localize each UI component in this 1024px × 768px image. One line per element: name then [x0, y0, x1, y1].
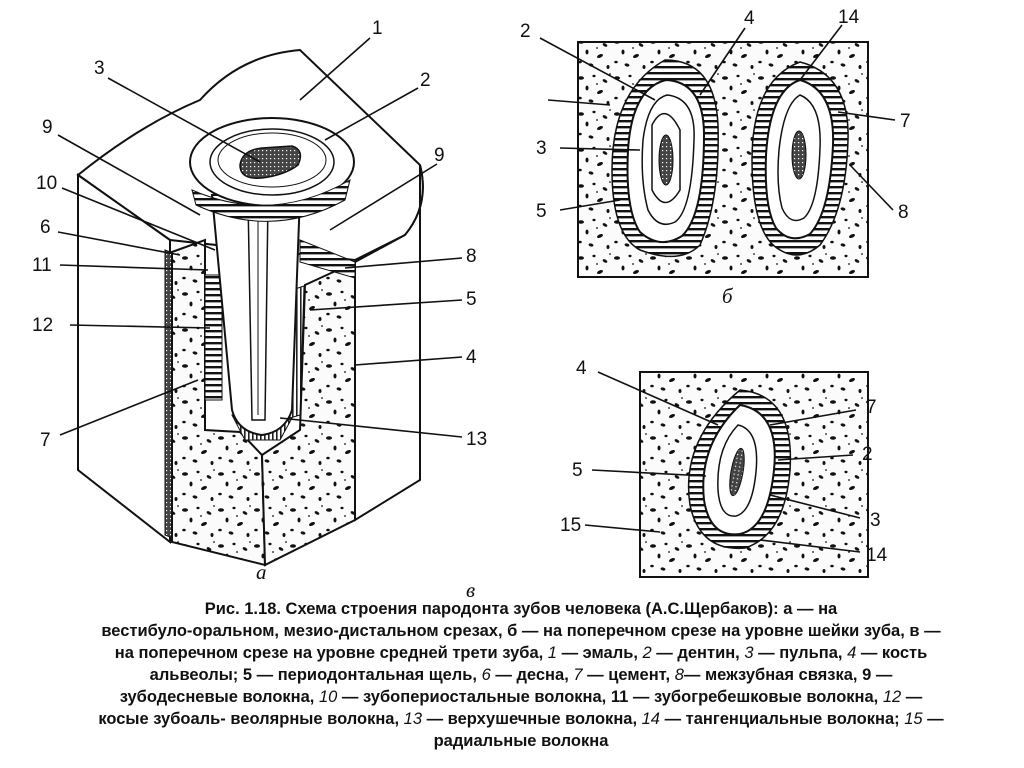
label-b-7: 7	[900, 111, 911, 132]
leader-lines	[57, 24, 896, 553]
caption-num: 4	[847, 644, 857, 662]
left-block-face	[77, 173, 171, 545]
panel-a-labels: 1 2 3 9 9 10 6 11 12 7 8 5 4 13 а	[32, 18, 487, 584]
panel-b-tooth-left	[611, 59, 719, 258]
label-a-8: 8	[466, 246, 477, 267]
label-b-4: 4	[744, 8, 755, 29]
gingiva-right	[299, 239, 356, 279]
caption-text: — дентин,	[651, 644, 745, 662]
caption-num: 2	[642, 644, 652, 662]
caption-text: вестибуло-оральном, мезио-дистальном сре…	[101, 622, 941, 640]
caption-text: — верхушечные волокна,	[422, 710, 642, 728]
caption-text: Рис. 1.18. Схема строения пародонта зубо…	[204, 600, 838, 618]
caption-line-7: радиальные волокна	[56, 730, 986, 752]
caption-text: зубодесневые волокна,	[119, 688, 319, 706]
panel-b-letter: б	[722, 284, 734, 308]
figure-caption: Рис. 1.18. Схема строения пародонта зубо…	[56, 598, 986, 752]
periodontium-figure: 1 2 3 9 9 10 6 11 12 7 8 5 4 13 а 2 4 14…	[32, 7, 911, 600]
label-a-9-left: 9	[42, 117, 53, 138]
caption-num: 1	[547, 644, 557, 662]
caption-line-1: Рис. 1.18. Схема строения пародонта зубо…	[56, 598, 986, 620]
caption-text: —	[922, 710, 944, 728]
caption-num: 7	[573, 666, 583, 684]
caption-text: на поперечном срезе на уровне средней тр…	[114, 644, 548, 662]
panel-b-drawing	[577, 41, 869, 278]
label-a-2: 2	[420, 70, 431, 91]
label-a-10: 10	[36, 173, 57, 194]
label-v-5: 5	[572, 460, 583, 481]
label-b-8: 8	[898, 202, 909, 223]
caption-text: — цемент,	[582, 666, 675, 684]
label-v-2: 2	[862, 444, 873, 465]
caption-text: — зубопериостальные волокна, 11 — зубогр…	[337, 688, 883, 706]
caption-text: —	[901, 688, 923, 706]
label-a-1: 1	[372, 18, 383, 39]
caption-text: — десна,	[490, 666, 574, 684]
caption-num: 3	[744, 644, 754, 662]
label-v-3: 3	[870, 510, 881, 531]
caption-text: радиальные волокна	[433, 732, 609, 750]
caption-line-6: косые зубоаль- веолярные волокна, 13 — в…	[56, 708, 986, 730]
caption-text: — пульпа,	[753, 644, 848, 662]
gingival-collar	[191, 178, 351, 222]
caption-num: 12	[882, 688, 902, 706]
caption-line-4: альвеолы; 5 — периодонтальная щель, 6 — …	[56, 664, 986, 686]
panel-v-labels: 4 7 2 5 3 15 14 в	[466, 358, 888, 600]
label-v-7: 7	[866, 397, 877, 418]
label-b-2: 2	[520, 21, 531, 42]
caption-line-5: зубодесневые волокна, 10 — зубопериостал…	[56, 686, 986, 708]
label-a-6: 6	[40, 217, 51, 238]
caption-text: — межзубная связка, 9 —	[683, 666, 893, 684]
caption-num: 15	[904, 710, 923, 728]
panel-v-drawing	[639, 371, 869, 578]
panel-b-labels: 2 4 14 7 3 8 5 б	[520, 7, 911, 308]
panel-a-drawing	[76, 48, 424, 567]
caption-text: альвеолы; 5 — периодонтальная щель,	[149, 666, 482, 684]
label-a-3: 3	[94, 58, 105, 79]
pulp-chamber	[239, 145, 302, 179]
caption-text: — эмаль,	[556, 644, 643, 662]
label-v-14: 14	[866, 545, 888, 566]
label-a-9-right: 9	[434, 145, 445, 166]
caption-num: 14	[641, 710, 660, 728]
caption-num: 6	[481, 666, 491, 684]
ligament-fibres-left	[204, 274, 223, 401]
caption-text: косые зубоаль- веолярные волокна,	[98, 710, 404, 728]
caption-text: — тангенциальные волокна;	[659, 710, 905, 728]
label-a-12: 12	[32, 315, 53, 336]
caption-text: — кость	[856, 644, 928, 662]
panel-a-letter: а	[256, 560, 267, 584]
panel-b-tooth-right	[751, 61, 849, 256]
label-a-13: 13	[466, 429, 487, 450]
label-v-15: 15	[560, 515, 581, 536]
caption-line-2: вестибуло-оральном, мезио-дистальном сре…	[56, 620, 986, 642]
caption-line-3: на поперечном срезе на уровне средней тр…	[56, 642, 986, 664]
panel-v-letter: в	[466, 578, 475, 600]
caption-num: 13	[403, 710, 423, 728]
label-a-4: 4	[466, 347, 477, 368]
left-bone-face	[171, 238, 267, 567]
label-a-5: 5	[466, 289, 477, 310]
caption-num: 10	[318, 688, 338, 706]
label-a-7: 7	[40, 430, 51, 451]
label-b-5: 5	[536, 201, 547, 222]
label-b-14: 14	[838, 7, 860, 28]
label-a-11: 11	[32, 255, 52, 276]
label-b-3: 3	[536, 138, 547, 159]
label-v-4: 4	[576, 358, 587, 379]
caption-num: 8	[674, 666, 684, 684]
